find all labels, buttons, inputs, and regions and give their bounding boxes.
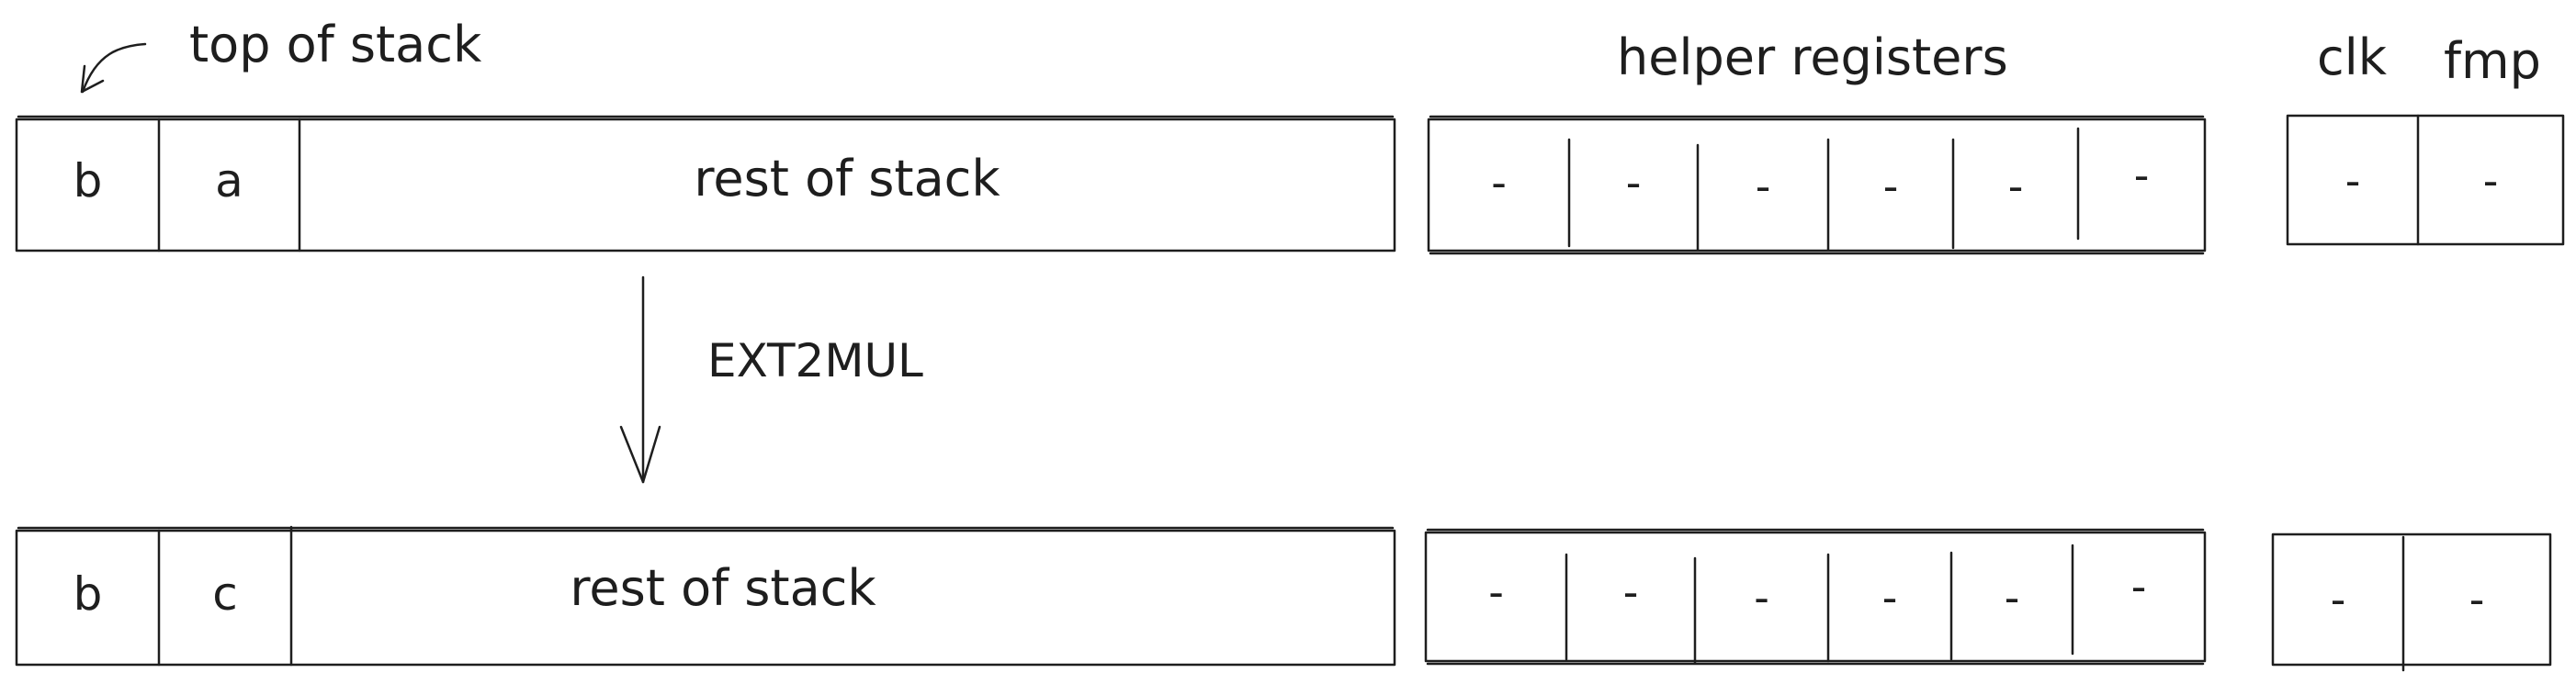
before-helper-5: - xyxy=(2133,151,2150,200)
after-helper-4: - xyxy=(2004,573,2020,622)
after-stack-cell-1: c xyxy=(212,567,238,621)
before-helper-2: - xyxy=(1755,162,1771,211)
after-helper-2: - xyxy=(1754,573,1769,622)
before-helper-0: - xyxy=(1491,158,1507,207)
after-clk-value: - xyxy=(2330,575,2346,624)
after-helper-0: - xyxy=(1488,567,1504,617)
after-helper-registers-box xyxy=(1424,528,2207,666)
before-fmp-value: - xyxy=(2482,156,2499,206)
after-helper-1: - xyxy=(1622,567,1639,617)
fmp-label: fmp xyxy=(2444,32,2541,90)
before-rest-of-stack: rest of stack xyxy=(694,150,1000,207)
top-of-stack-label: top of stack xyxy=(189,16,482,73)
after-fmp-value: - xyxy=(2469,575,2485,624)
before-helper-registers-box xyxy=(1427,115,2207,255)
after-rest-of-stack: rest of stack xyxy=(570,559,876,617)
after-helper-3: - xyxy=(1881,573,1898,622)
after-helper-5: - xyxy=(2130,562,2147,611)
before-stack-cell-0: b xyxy=(73,154,103,207)
after-stack-box xyxy=(15,525,1396,667)
before-clk-fmp-box xyxy=(2286,114,2565,246)
before-helper-3: - xyxy=(1882,162,1899,211)
operation-label: EXT2MUL xyxy=(707,334,923,387)
after-clk-fmp-box xyxy=(2271,533,2552,672)
before-helper-1: - xyxy=(1625,158,1642,207)
ext2mul-arrow xyxy=(619,275,661,484)
clk-label: clk xyxy=(2317,28,2387,86)
before-stack-box xyxy=(15,115,1396,252)
after-stack-cell-0: b xyxy=(73,567,103,621)
before-clk-value: - xyxy=(2344,156,2361,206)
helper-registers-label: helper registers xyxy=(1617,28,2008,86)
top-of-stack-pointer-arrow xyxy=(80,42,147,94)
before-helper-4: - xyxy=(2007,162,2024,211)
before-stack-cell-1: a xyxy=(215,154,243,207)
